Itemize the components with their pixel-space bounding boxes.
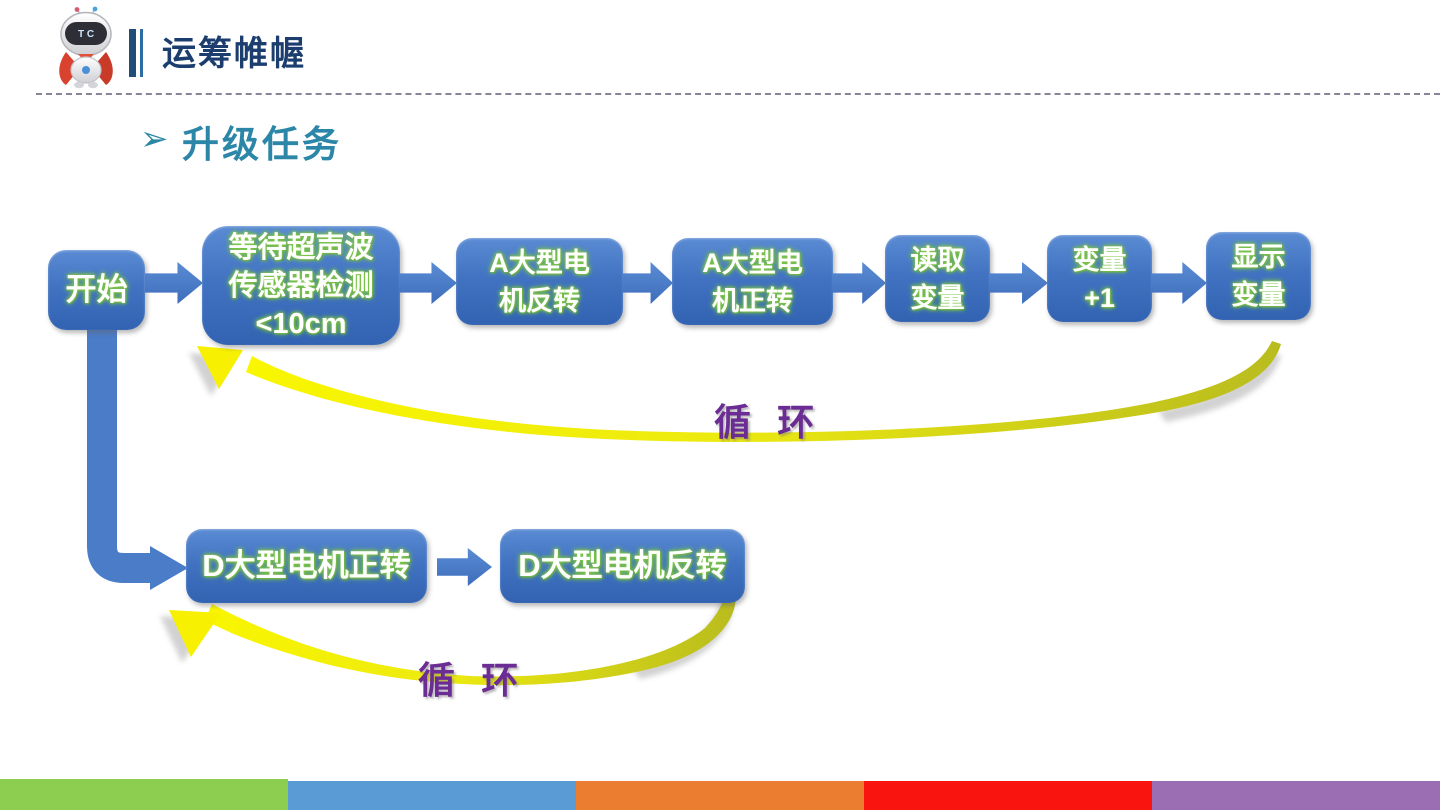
flow-node-show-variable: 显示 变量 (1206, 232, 1311, 320)
flow-node-label: 显示 (1231, 242, 1286, 272)
flow-node-label: <10cm (255, 307, 347, 340)
flow-node-label: D大型电机反转 (518, 548, 727, 583)
flow-node-variable-plus-one: 变量 +1 (1047, 235, 1152, 322)
flow-arrow-right-icon (399, 262, 457, 304)
title-accent-bar-thin (140, 29, 143, 77)
flow-arrow-right-icon (1151, 262, 1207, 304)
section-bullet-arrow-icon: ➢ (140, 120, 169, 158)
elbow-connector (87, 326, 188, 590)
flow-node-label: 开始 (65, 272, 128, 307)
flow-node-motor-a-forward: A大型电 机正转 (672, 238, 833, 325)
flow-node-label: 变量 (1072, 244, 1127, 275)
title-accent-bar-thick (129, 29, 136, 77)
flow-node-motor-d-forward: D大型电机正转 (186, 529, 427, 603)
flow-node-label: 读取 (910, 244, 965, 275)
flow-arrow-right-icon (145, 262, 203, 304)
footer-bar-green (0, 779, 288, 810)
robot-face-label: T C (78, 29, 94, 40)
flow-node-label: A大型电 (702, 247, 803, 278)
flow-node-label: 传感器检测 (228, 269, 374, 302)
flow-node-read-variable: 读取 变量 (885, 235, 990, 322)
loop-label-bottom: 循 环 (418, 660, 527, 701)
flow-node-label: 等待超声波 (228, 231, 374, 264)
flow-node-label: 变量 (910, 282, 965, 313)
section-title: 升级任务 (182, 124, 342, 165)
flow-node-label: 变量 (1231, 280, 1286, 310)
loop-label-top: 循 环 (714, 402, 823, 443)
flow-node-label: D大型电机正转 (202, 548, 411, 583)
flow-node-start: 开始 (48, 250, 145, 330)
flow-arrow-right-icon (437, 548, 492, 586)
flow-node-label: +1 (1084, 282, 1115, 313)
flow-node-motor-d-reverse: D大型电机反转 (500, 529, 745, 603)
footer-bar-red (864, 781, 1152, 810)
flow-node-label: 机反转 (499, 285, 580, 316)
footer-bar-orange (576, 781, 864, 810)
header-divider (36, 93, 1440, 95)
flow-node-motor-a-reverse: A大型电 机反转 (456, 238, 623, 325)
page-title: 运筹帷幄 (162, 35, 306, 73)
flow-node-label: A大型电 (489, 247, 590, 278)
robot-mascot-icon: T C (59, 6, 113, 89)
flow-arrow-right-icon (622, 262, 673, 304)
flow-node-label: 机正转 (712, 285, 793, 316)
flow-node-wait-ultrasonic: 等待超声波 传感器检测 <10cm (202, 226, 400, 345)
flow-arrow-right-icon (832, 262, 886, 304)
footer-bar-purple (1152, 781, 1440, 810)
footer-color-bars (0, 779, 1440, 810)
footer-bar-blue (288, 781, 576, 810)
flow-arrow-right-icon (989, 262, 1048, 304)
